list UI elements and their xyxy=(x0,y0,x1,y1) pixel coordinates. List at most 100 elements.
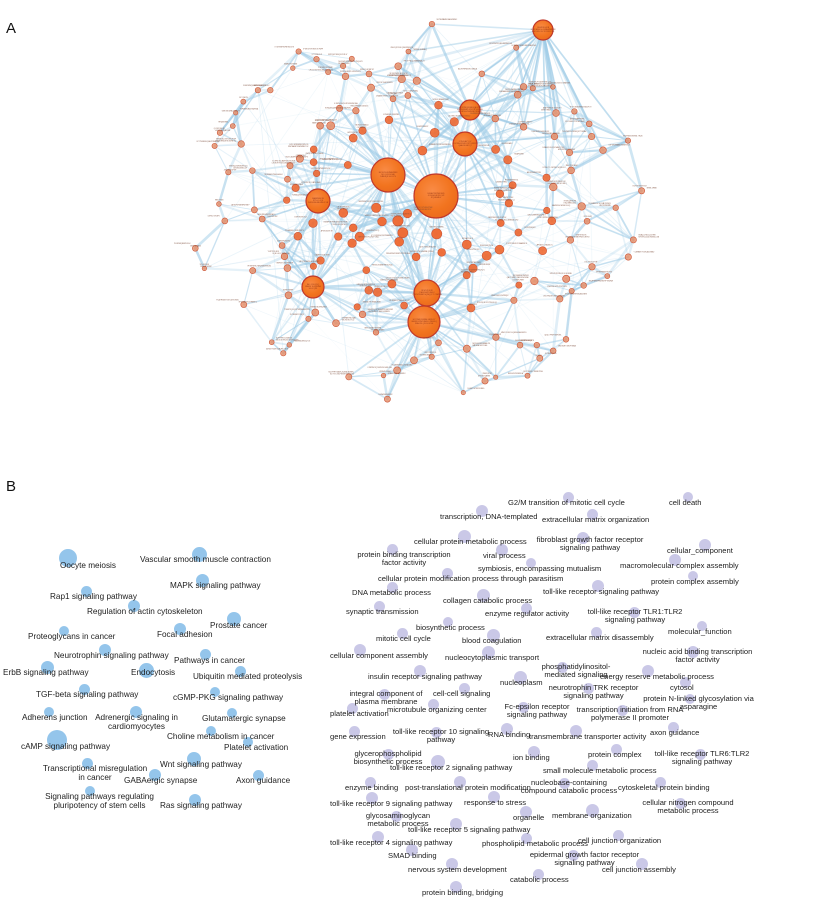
word-cloud-term[interactable]: biosynthetic process xyxy=(416,624,485,632)
word-cloud-term[interactable]: Neurotrophin signaling pathway xyxy=(54,652,169,661)
word-cloud-term[interactable]: Signaling pathways regulating pluripoten… xyxy=(42,793,157,810)
word-cloud-term[interactable]: Prostate cancer xyxy=(210,622,267,631)
word-cloud-term[interactable]: cGMP-PKG signaling pathway xyxy=(173,694,283,703)
word-cloud-term[interactable]: molecular_function xyxy=(668,628,732,636)
word-cloud-term[interactable]: insulin receptor signaling pathway xyxy=(368,673,482,681)
word-cloud-term[interactable]: fibroblast growth factor receptor signal… xyxy=(535,536,645,552)
word-cloud-term[interactable]: cAMP signaling pathway xyxy=(21,743,110,752)
word-cloud-term[interactable]: Rap1 signaling pathway xyxy=(50,593,137,602)
word-cloud-term[interactable]: toll-like receptor 10 signaling pathway xyxy=(391,728,491,744)
svg-text:ANBMX R RSSBM: ANBMX R RSSBM xyxy=(284,63,298,66)
word-cloud-term[interactable]: G2/M transition of mitotic cell cycle xyxy=(508,499,625,507)
word-cloud-term[interactable]: Wnt signaling pathway xyxy=(160,761,242,770)
word-cloud-term[interactable]: nucleic acid binding transcription facto… xyxy=(640,648,755,664)
word-cloud-term[interactable]: GABAergic synapse xyxy=(124,777,197,786)
word-cloud-term[interactable]: nervous system development xyxy=(408,866,507,874)
word-cloud-term[interactable]: nucleocytoplasmic transport xyxy=(445,654,539,662)
word-cloud-term[interactable]: Endocytosis xyxy=(131,669,175,678)
word-cloud-term[interactable]: TGF-beta signaling pathway xyxy=(36,691,138,700)
word-cloud-term[interactable]: Vascular smooth muscle contraction xyxy=(140,556,271,565)
word-cloud-term[interactable]: toll-like receptor 5 signaling pathway xyxy=(408,826,530,834)
word-cloud-term[interactable]: toll-like receptor 4 signaling pathway xyxy=(330,839,452,847)
word-cloud-term[interactable]: toll-like receptor TLR1:TLR2 signaling p… xyxy=(586,608,684,624)
word-cloud-term[interactable]: macromolecular complex assembly xyxy=(620,562,739,570)
word-cloud-term[interactable]: energy reserve metabolic process xyxy=(600,673,714,681)
word-cloud-term[interactable]: transcription initiation from RNA polyme… xyxy=(574,706,686,722)
word-cloud-term[interactable]: phospholipid metabolic process xyxy=(482,840,588,848)
word-cloud-term[interactable]: toll-like receptor TLR6:TLR2 signaling p… xyxy=(650,750,754,766)
word-cloud-term[interactable]: collagen catabolic process xyxy=(443,597,532,605)
word-cloud-term[interactable]: Pathways in cancer xyxy=(174,657,245,666)
word-cloud-term[interactable]: transcription, DNA-templated xyxy=(440,513,538,521)
word-cloud-term[interactable]: Platelet activation xyxy=(224,744,288,753)
word-cloud-term[interactable]: cellular component assembly xyxy=(330,652,428,660)
svg-text:ZGKCUM LMTN PZIYTJDPX: ZGKCUM LMTN PZIYTJDPX xyxy=(547,286,568,288)
word-cloud-term[interactable]: axon guidance xyxy=(650,729,699,737)
word-cloud-term[interactable]: cell junction assembly xyxy=(602,866,676,874)
word-cloud-term[interactable]: symbiosis, encompassing mutualism xyxy=(478,565,601,573)
word-cloud-term[interactable]: Choline metabolism in cancer xyxy=(167,733,274,742)
word-cloud-term[interactable]: Axon guidance xyxy=(236,777,290,786)
word-cloud-term[interactable]: cellular nitrogen compound metabolic pro… xyxy=(633,799,743,815)
word-cloud-term[interactable]: toll-like receptor 9 signaling pathway xyxy=(330,800,452,808)
word-cloud-term[interactable]: integral component of plasma membrane xyxy=(338,690,434,706)
word-cloud-term[interactable]: transmembrane transporter activity xyxy=(529,733,646,741)
svg-text:DV YWHCPNRT: DV YWHCPNRT xyxy=(513,280,524,282)
word-cloud-term[interactable]: DNA metabolic process xyxy=(352,589,431,597)
word-cloud-term[interactable]: ion binding xyxy=(513,754,550,762)
word-cloud-term[interactable]: SMAD binding xyxy=(388,852,437,860)
word-cloud-term[interactable]: extracellular matrix organization xyxy=(542,516,649,524)
word-cloud-term[interactable]: viral process xyxy=(483,552,526,560)
word-cloud-term[interactable]: cytosol xyxy=(670,684,694,692)
word-cloud-term[interactable]: Ras signaling pathway xyxy=(160,802,242,811)
word-cloud-term[interactable]: Focal adhesion xyxy=(157,631,213,640)
word-cloud-term[interactable]: small molecule metabolic process xyxy=(543,767,657,775)
svg-text:ZYYEORZ D J OAPLLYAHS: ZYYEORZ D J OAPLLYAHS xyxy=(301,181,321,184)
word-cloud-term[interactable]: cellular protein modification process th… xyxy=(378,575,563,583)
word-cloud-term[interactable]: protein binding transcription factor act… xyxy=(348,551,460,567)
word-cloud-term[interactable]: extracellular matrix disassembly xyxy=(546,634,654,642)
word-cloud-term[interactable]: cytoskeletal protein binding xyxy=(618,784,710,792)
svg-text:NRWIL ZFMIB: NRWIL ZFMIB xyxy=(647,188,658,190)
word-cloud-term[interactable]: neurotrophin TRK receptor signaling path… xyxy=(541,684,646,700)
word-cloud-term[interactable]: toll-like receptor 2 signaling pathway xyxy=(390,764,512,772)
word-cloud-term[interactable]: Proteoglycans in cancer xyxy=(28,633,115,642)
word-cloud-term[interactable]: organelle xyxy=(513,814,544,822)
word-cloud-term[interactable]: protein binding, bridging xyxy=(422,889,503,897)
word-cloud-term[interactable]: post-translational protein modification xyxy=(405,784,531,792)
word-cloud-term[interactable]: RNA binding xyxy=(488,731,530,739)
word-cloud-term[interactable]: Regulation of actin cytoskeleton xyxy=(87,608,203,617)
word-cloud-term[interactable]: Adrenergic signaling in cardiomyocytes xyxy=(94,714,179,731)
svg-text:RCJZHSWSRJJC BVI ACMEJ: RCJZHSWSRJJC BVI ACMEJ xyxy=(392,364,413,367)
svg-text:AKUXPBVEFP RXE: AKUXPBVEFP RXE xyxy=(527,171,542,174)
word-cloud-term[interactable]: Fc-epsilon receptor signaling pathway xyxy=(491,703,583,719)
word-cloud-term[interactable]: nucleoplasm xyxy=(500,679,543,687)
word-cloud-term[interactable]: Ubiquitin mediated proteolysis xyxy=(193,673,302,682)
word-cloud-term[interactable]: protein complex xyxy=(588,751,642,759)
word-cloud-term[interactable]: enzyme regulator activity xyxy=(485,610,569,618)
word-cloud-term[interactable]: MAPK signaling pathway xyxy=(170,582,261,591)
word-cloud-term[interactable]: ErbB signaling pathway xyxy=(3,669,89,678)
word-cloud-term[interactable]: cell death xyxy=(669,499,702,507)
word-cloud-term[interactable]: cell-cell signaling xyxy=(433,690,490,698)
word-cloud-term[interactable]: mitotic cell cycle xyxy=(376,635,431,643)
word-cloud-term[interactable]: blood coagulation xyxy=(462,637,522,645)
word-cloud-term[interactable]: response to stress xyxy=(464,799,526,807)
word-cloud-term[interactable]: enzyme binding xyxy=(345,784,398,792)
svg-text:W YNSSEPC PEQF: W YNSSEPC PEQF xyxy=(290,314,304,316)
word-cloud-term[interactable]: protein complex assembly xyxy=(651,578,739,586)
word-cloud-term[interactable]: Oocyte meiosis xyxy=(60,562,116,571)
word-cloud-term[interactable]: synaptic transmission xyxy=(346,608,419,616)
svg-text:Y L NP LTWPGGCFYKOTSMJ: Y L NP LTWPGGCFYKOTSMJ xyxy=(537,217,558,219)
word-cloud-term[interactable]: membrane organization xyxy=(552,812,632,820)
word-cloud-term[interactable]: Glutamatergic synapse xyxy=(202,715,286,724)
word-cloud-term[interactable]: Adherens junction xyxy=(22,714,88,723)
word-cloud-term[interactable]: cell junction organization xyxy=(578,837,661,845)
word-cloud-term[interactable]: microtubule organizing center xyxy=(387,706,487,714)
word-cloud-term[interactable]: cellular_component xyxy=(667,547,733,555)
word-cloud-term[interactable]: catabolic process xyxy=(510,876,569,884)
word-cloud-term[interactable]: cellular protein metabolic process xyxy=(414,538,527,546)
word-cloud-term[interactable]: platelet activation xyxy=(330,710,389,718)
word-cloud-term[interactable]: gene expression xyxy=(330,733,386,741)
word-cloud-term[interactable]: toll-like receptor signaling pathway xyxy=(543,588,659,596)
